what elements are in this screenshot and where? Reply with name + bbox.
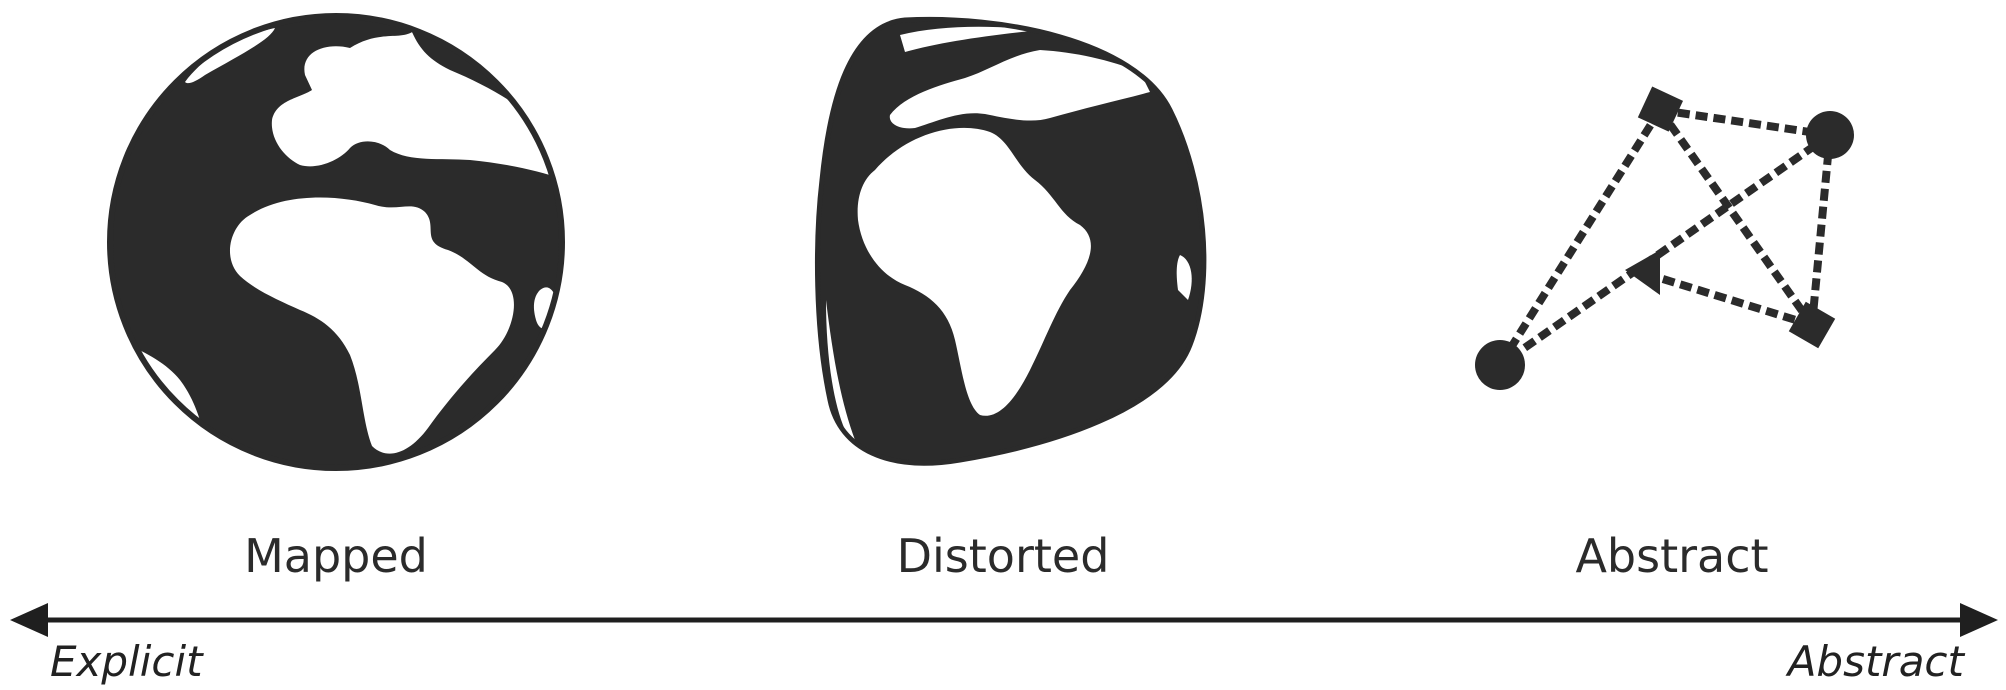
axis-left-arrowhead (10, 603, 48, 637)
abstract-label: Abstract (1575, 529, 1769, 583)
axis-right-arrowhead (1960, 603, 1998, 637)
node-network-icon (1475, 86, 1854, 390)
square-node-right (1788, 301, 1836, 349)
axis-left-label: Explicit (50, 637, 203, 686)
circle-node-top-right (1806, 111, 1854, 159)
axis-right-label: Abstract (1787, 637, 1964, 686)
globe-icon (107, 13, 565, 471)
distorted-globe-icon (814, 16, 1207, 466)
distorted-label: Distorted (896, 529, 1110, 583)
spectrum-axis (10, 603, 1998, 637)
triangle-node (1625, 250, 1660, 295)
square-node-top (1637, 86, 1684, 132)
mapped-label: Mapped (244, 529, 428, 583)
circle-node-bottom-left (1475, 340, 1525, 390)
